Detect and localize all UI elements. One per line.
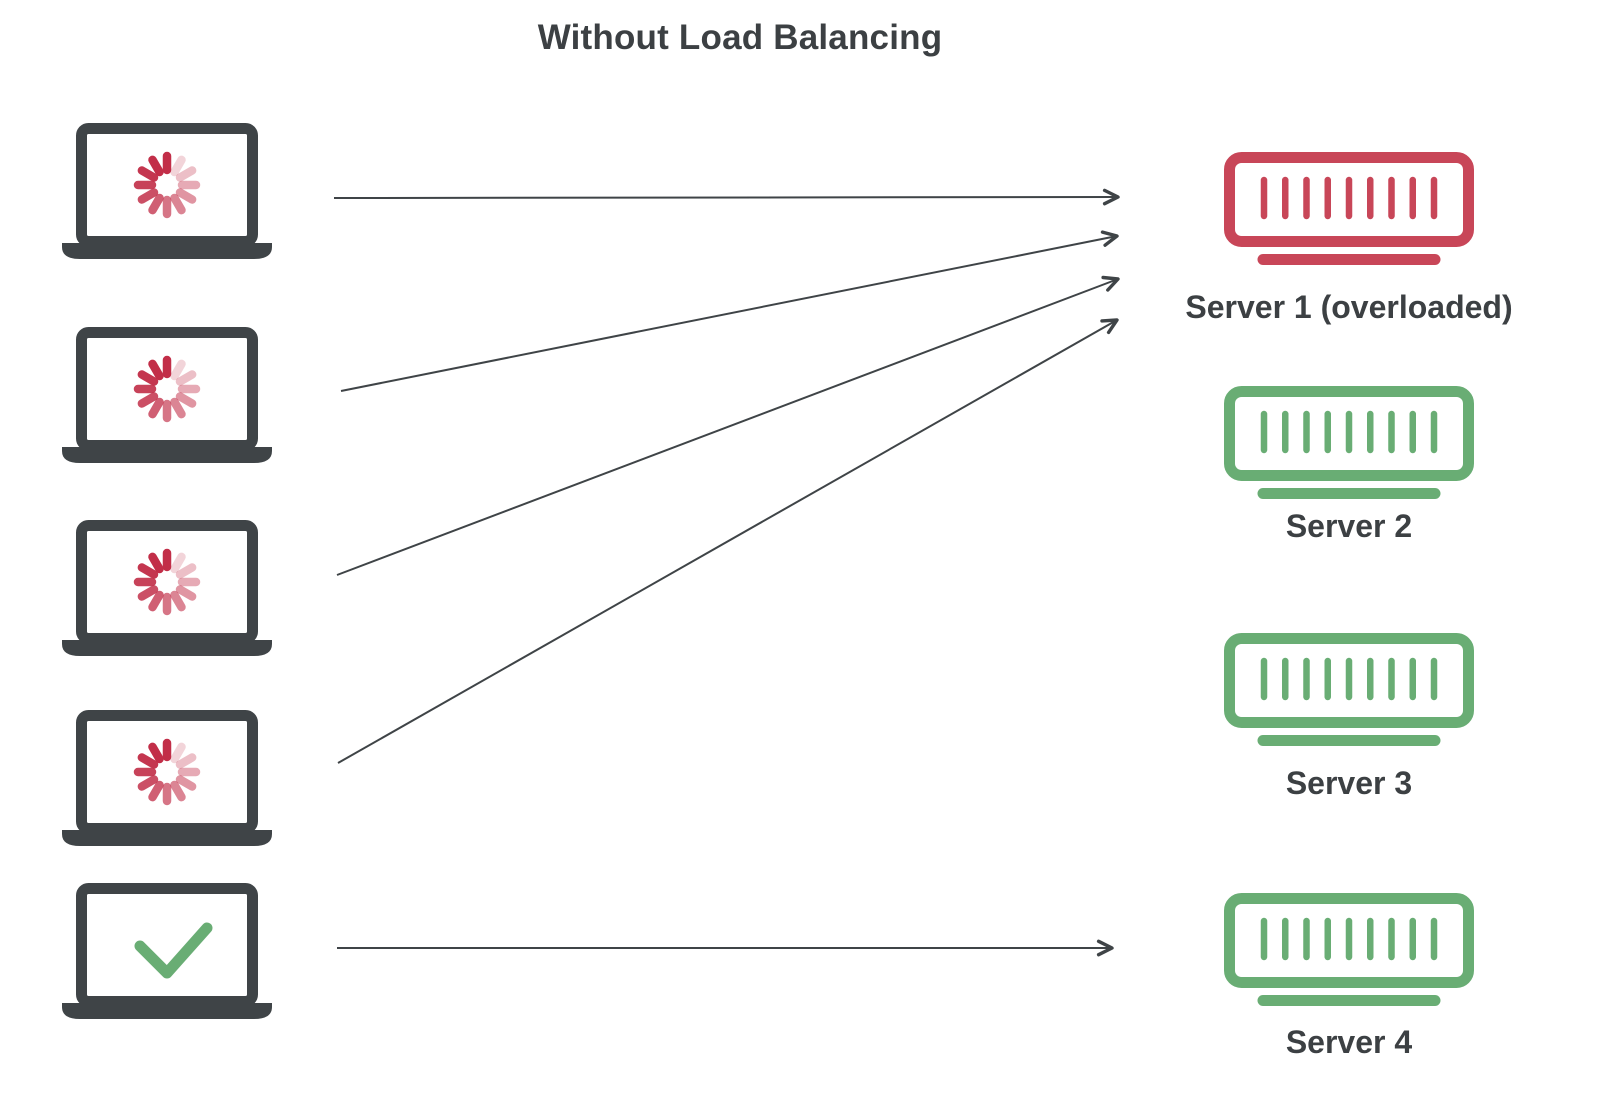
client-2 <box>59 327 275 472</box>
request-arrow <box>337 318 1119 764</box>
server-vent-bars <box>1260 657 1438 701</box>
arrowhead-icon <box>1100 318 1119 335</box>
laptop-icon <box>62 883 272 1019</box>
server-vent-bars <box>1260 176 1438 220</box>
laptop-base <box>62 830 272 846</box>
server-3 <box>1224 633 1474 754</box>
laptop-icon <box>62 327 272 463</box>
server-icon <box>1224 893 1474 1006</box>
client-5 <box>59 883 275 1028</box>
request-arrow <box>340 230 1119 392</box>
laptop-screen <box>76 520 258 644</box>
server-icon <box>1224 386 1474 499</box>
loading-spinner-icon <box>133 151 201 219</box>
laptop-base <box>62 1003 272 1019</box>
loading-spinner-icon <box>133 738 201 806</box>
server-vent-bars <box>1260 410 1438 454</box>
checkmark-icon <box>134 922 213 979</box>
diagram-title: Without Load Balancing <box>537 18 943 57</box>
laptop-icon <box>62 710 272 846</box>
laptop-screen <box>76 327 258 451</box>
server-label: Server 4 <box>1285 1024 1413 1060</box>
client-4 <box>59 710 275 855</box>
arrowhead-icon <box>1101 275 1120 292</box>
server-1 <box>1224 152 1474 273</box>
server-label: Server 3 <box>1285 765 1413 801</box>
loading-spinner-icon <box>133 548 201 616</box>
request-arrow <box>333 188 1120 206</box>
server-label: Server 1 (overloaded) <box>1185 289 1513 325</box>
laptop-base <box>62 640 272 656</box>
arrowhead-icon <box>1096 939 1114 957</box>
request-arrow <box>337 939 1114 957</box>
server-4 <box>1224 893 1474 1014</box>
arrowhead-icon <box>1102 188 1120 206</box>
server-vent-bars <box>1260 917 1438 961</box>
server-icon <box>1224 633 1474 746</box>
laptop-base <box>62 447 272 463</box>
laptop-screen <box>76 710 258 834</box>
server-icon <box>1224 152 1474 265</box>
request-arrow <box>336 275 1120 576</box>
laptop-screen <box>76 883 258 1007</box>
server-label: Server 2 <box>1285 508 1413 544</box>
server-2 <box>1224 386 1474 507</box>
arrowhead-icon <box>1100 230 1119 247</box>
laptop-icon <box>62 123 272 259</box>
loading-spinner-icon <box>133 355 201 423</box>
client-1 <box>59 123 275 268</box>
laptop-screen <box>76 123 258 247</box>
laptop-base <box>62 243 272 259</box>
client-3 <box>59 520 275 665</box>
laptop-icon <box>62 520 272 656</box>
